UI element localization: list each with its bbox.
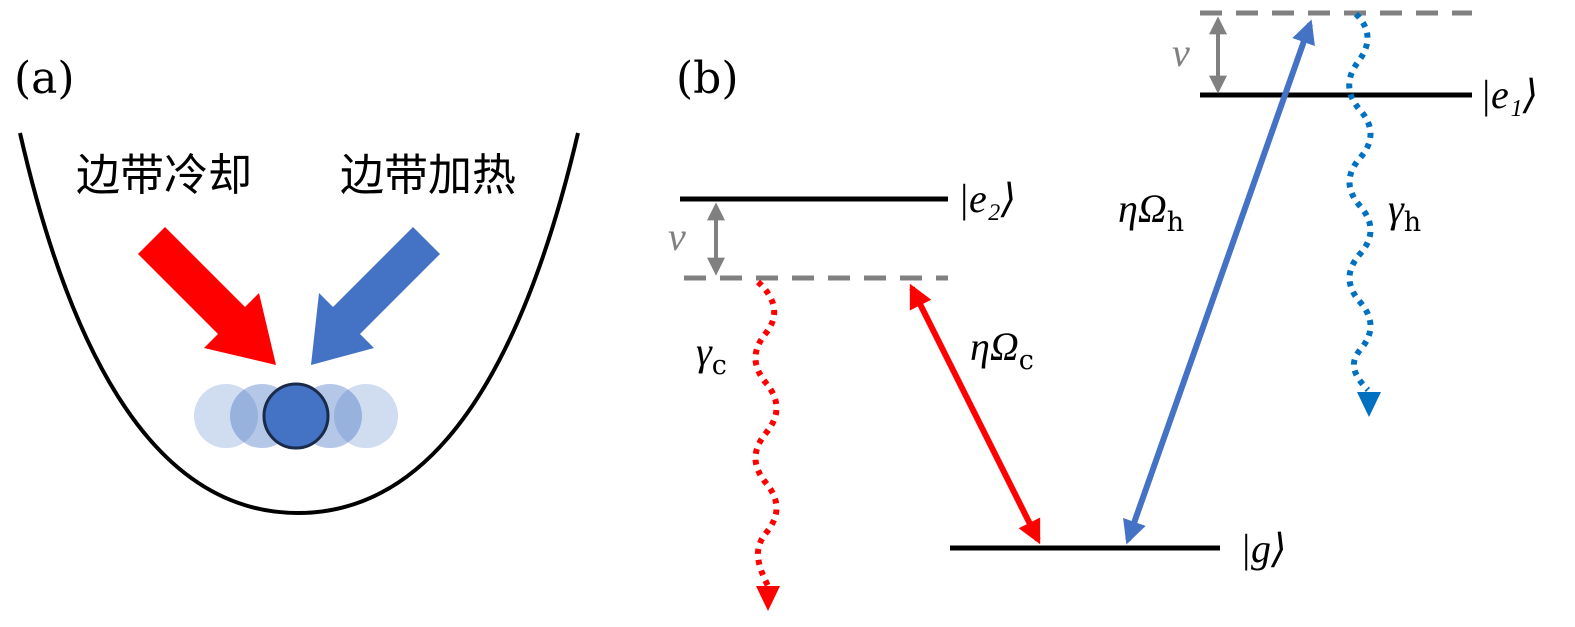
state-e1-label: |e₁⟩	[1480, 72, 1538, 117]
decay-c-wavy-line	[752, 279, 780, 588]
panel-b-label: (b)	[676, 53, 739, 104]
panel-a-label: (a)	[14, 53, 75, 104]
gamma-h-label: γh	[1388, 186, 1421, 238]
rabi-h-label: ηΩh	[1118, 186, 1184, 238]
heating-arrow	[311, 227, 440, 365]
nu-label-lower: v	[668, 214, 686, 259]
decay-h-wavy-line	[1346, 11, 1374, 393]
decay-h-arrowhead	[1357, 392, 1381, 417]
state-g-label: |g⟩	[1240, 526, 1287, 571]
heating-transition-arrow	[1123, 19, 1315, 545]
cooling-arrow	[138, 227, 276, 365]
decay-c-arrowhead	[756, 586, 780, 611]
gamma-c-label: γc	[696, 329, 727, 381]
trapped-ion	[262, 382, 330, 450]
nu-label-upper: v	[1172, 30, 1190, 75]
cooling-transition-arrow	[909, 283, 1041, 545]
panel-b: (b) |e₁⟩ |e₂⟩ |g⟩ v v ηΩc ηΩh γc γh	[668, 10, 1538, 611]
rabi-c-label: ηΩc	[970, 324, 1034, 376]
panel-a: (a) 边带冷却 边带加热	[14, 53, 580, 516]
state-e2-label: |e₂⟩	[958, 176, 1016, 221]
sideband-cooling-label: 边带冷却	[76, 150, 252, 201]
sideband-heating-label: 边带加热	[340, 150, 516, 201]
harmonic-trap-curve	[18, 132, 580, 516]
